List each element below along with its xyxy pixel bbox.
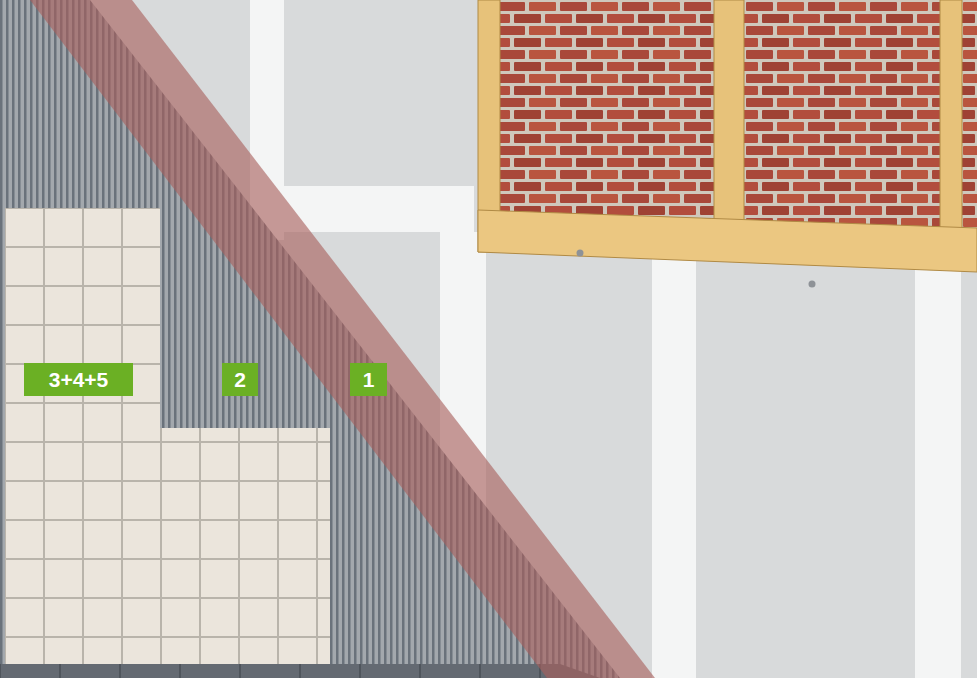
callout-number: 2 bbox=[228, 369, 252, 390]
callout-tag: 3+4+5 bbox=[24, 363, 133, 396]
callout-number: 3+4+5 bbox=[43, 369, 115, 390]
callout-number: 1 bbox=[357, 369, 381, 390]
timber-frame-brick bbox=[478, 0, 977, 288]
callout-tag: 1 bbox=[350, 363, 387, 396]
callout-tag: 2 bbox=[222, 363, 258, 396]
floor bbox=[0, 664, 600, 678]
sealing-band bbox=[30, 0, 655, 678]
